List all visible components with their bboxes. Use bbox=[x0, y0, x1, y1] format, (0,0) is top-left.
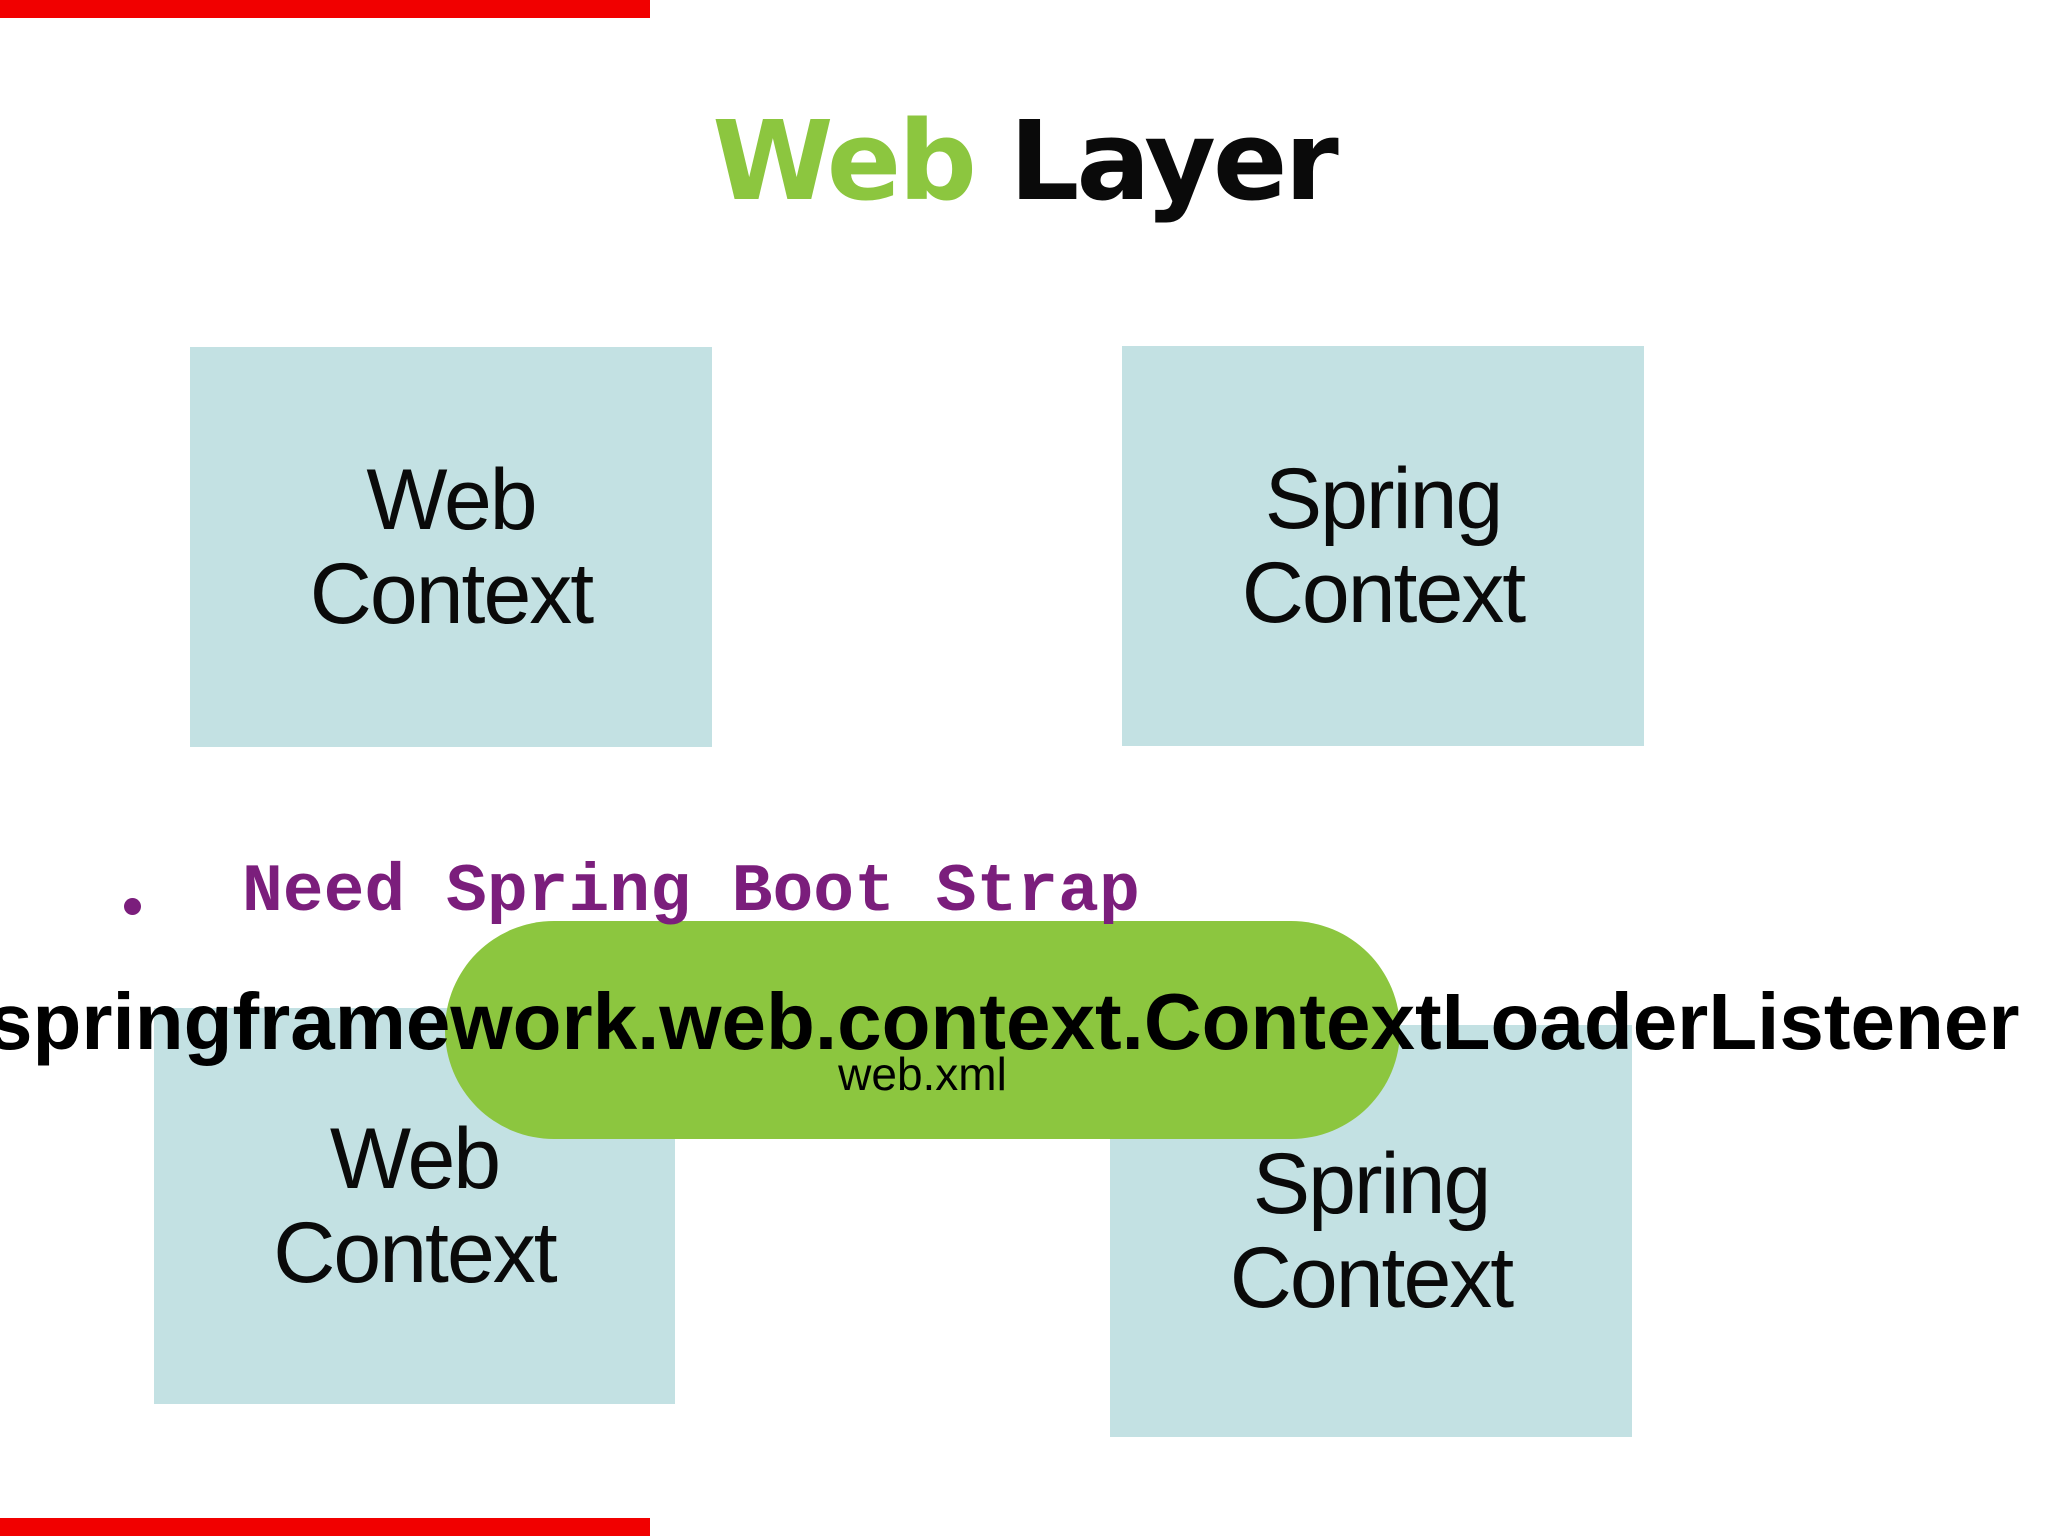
box-line: Web bbox=[366, 452, 537, 548]
slide-title: Web Layer bbox=[0, 96, 2048, 226]
bullet-need-spring-bootstrap: Need Spring Boot Strap bbox=[242, 854, 1140, 931]
box-line: Context bbox=[1229, 1230, 1514, 1326]
spring-context-box-top-right: Spring Context bbox=[1122, 346, 1644, 746]
box-line: Spring bbox=[1252, 1136, 1492, 1232]
box-line: Context bbox=[309, 546, 594, 642]
web-context-box-top-left: Web Context bbox=[190, 347, 712, 747]
bullet-marker-dot bbox=[124, 898, 141, 915]
box-line: Context bbox=[1241, 545, 1526, 641]
slide-title-word-layer: Layer bbox=[973, 97, 1339, 225]
web-xml-label: web.xml bbox=[838, 1048, 1007, 1100]
red-bar-bottom-left bbox=[0, 1518, 650, 1536]
red-bar-top-left bbox=[0, 0, 650, 18]
box-line: Web bbox=[329, 1111, 501, 1207]
slide-title-word-web: Web bbox=[712, 97, 977, 225]
web-xml-pill: web.xml bbox=[445, 921, 1400, 1139]
context-loader-listener-classname: springframework.web.context.ContextLoade… bbox=[0, 977, 2020, 1066]
box-line: Spring bbox=[1264, 451, 1504, 547]
box-line: Context bbox=[273, 1205, 557, 1301]
